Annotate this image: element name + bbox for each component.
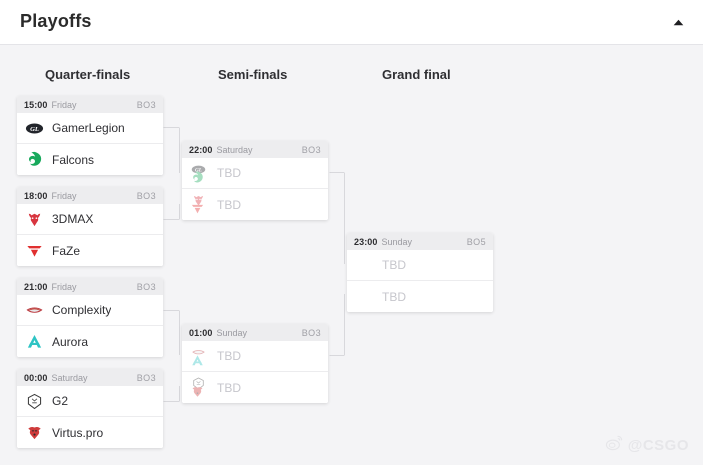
match-time: 15:00 (24, 99, 48, 110)
faze-logo (25, 241, 44, 260)
team-name: TBD (382, 289, 406, 304)
match-header: 00:00 Saturday BO3 (17, 369, 163, 386)
match-day: Friday (51, 190, 77, 201)
match-card-qf4[interactable]: 00:00 Saturday BO3 G2 Virtus.pro (17, 369, 163, 448)
team-row[interactable]: TBD (182, 189, 328, 220)
match-header: 01:00 Sunday BO3 (182, 324, 328, 341)
match-time: 22:00 (189, 144, 213, 155)
collapse-panel-button[interactable] (667, 12, 689, 32)
virtuspro-logo (25, 423, 44, 442)
team-row[interactable]: TBD (182, 341, 328, 372)
match-format: BO5 (466, 236, 486, 247)
watermark-text: @CSGO (627, 436, 689, 454)
team-name: Aurora (52, 334, 89, 349)
3dmax-logo (25, 210, 44, 229)
match-day: Friday (51, 281, 77, 292)
team-name: Virtus.pro (52, 425, 104, 440)
match-card-qf3[interactable]: 21:00 Friday BO3 Complexity Aurora (17, 278, 163, 357)
match-format: BO3 (136, 281, 156, 292)
match-header: 22:00 Saturday BO3 (182, 141, 328, 158)
gamerlegion-logo: GL (25, 119, 44, 138)
match-header: 21:00 Friday BO3 (17, 278, 163, 295)
team-row[interactable]: TBD (347, 250, 493, 281)
svg-text:GL: GL (195, 167, 202, 173)
match-day: Saturday (51, 372, 88, 383)
team-name: TBD (217, 166, 241, 180)
team-row[interactable]: TBD (182, 372, 328, 403)
weibo-icon (605, 433, 624, 457)
round-header-grand-final: Grand final (382, 67, 451, 82)
match-card-grand-final[interactable]: 23:00 Sunday BO5 TBD TBD (347, 233, 493, 312)
team-name: 3DMAX (52, 212, 94, 226)
team-name: TBD (217, 349, 241, 363)
match-header: 18:00 Friday BO3 (17, 187, 163, 204)
team-name: TBD (382, 258, 406, 272)
playoff-bracket: Quarter-finals Semi-finals Grand final (0, 45, 703, 465)
team-name: FaZe (52, 243, 81, 258)
match-day: Friday (51, 99, 77, 110)
team-row[interactable]: Aurora (17, 326, 163, 357)
chevron-up-icon (672, 16, 685, 29)
g2-virtuspro-pending-icon (190, 377, 209, 397)
match-format: BO3 (136, 372, 156, 383)
team-row[interactable]: GL TBD (182, 158, 328, 189)
page-title: Playoffs (20, 11, 92, 31)
match-card-sf1[interactable]: 22:00 Saturday BO3 GL TBD TBD (182, 141, 328, 220)
team-name: TBD (217, 380, 241, 395)
team-row[interactable]: G2 (17, 386, 163, 417)
complexity-logo (25, 301, 44, 320)
team-name: GamerLegion (52, 121, 125, 135)
match-format: BO3 (301, 144, 321, 155)
complexity-aurora-pending-icon (190, 347, 209, 366)
team-row[interactable]: FaZe (17, 235, 163, 266)
round-header-semi-finals: Semi-finals (218, 67, 288, 82)
match-card-qf1[interactable]: 15:00 Friday BO3 GL GamerLegion Falcons (17, 96, 163, 175)
falcons-logo (25, 150, 44, 169)
match-time: 23:00 (354, 236, 378, 247)
match-time: 00:00 (24, 372, 48, 383)
match-format: BO3 (136, 190, 156, 201)
match-time: 21:00 (24, 281, 48, 292)
team-row[interactable]: GL GamerLegion (17, 113, 163, 144)
svg-text:GL: GL (30, 125, 39, 132)
aurora-logo (25, 332, 44, 351)
match-format: BO3 (301, 327, 321, 338)
match-card-qf2[interactable]: 18:00 Friday BO3 3DMAX FaZe (17, 187, 163, 266)
g2-logo (25, 392, 44, 411)
team-name: G2 (52, 394, 69, 408)
match-header: 23:00 Sunday BO5 (347, 233, 493, 250)
team-logo-placeholder (355, 287, 374, 306)
team-row[interactable]: Falcons (17, 144, 163, 175)
team-row[interactable]: 3DMAX (17, 204, 163, 235)
team-row[interactable]: Virtus.pro (17, 417, 163, 448)
match-day: Sunday (216, 327, 248, 338)
team-row[interactable]: TBD (347, 281, 493, 312)
round-header-quarter-finals: Quarter-finals (45, 67, 131, 82)
panel-header: Playoffs (0, 0, 703, 45)
team-logo-placeholder (355, 256, 374, 275)
match-day: Saturday (216, 144, 253, 155)
team-name: Falcons (52, 152, 95, 167)
match-card-sf2[interactable]: 01:00 Sunday BO3 TBD TBD (182, 324, 328, 403)
match-time: 01:00 (189, 327, 213, 338)
match-time: 18:00 (24, 190, 48, 201)
team-name: Complexity (52, 303, 112, 317)
3dmax-faze-pending-icon (190, 195, 209, 214)
match-header: 15:00 Friday BO3 (17, 96, 163, 113)
watermark: @CSGO (605, 433, 689, 457)
match-format: BO3 (136, 99, 156, 110)
gamerlegion-falcons-pending-icon: GL (190, 164, 209, 183)
team-name: TBD (217, 197, 241, 212)
team-row[interactable]: Complexity (17, 295, 163, 326)
match-day: Sunday (381, 236, 413, 247)
